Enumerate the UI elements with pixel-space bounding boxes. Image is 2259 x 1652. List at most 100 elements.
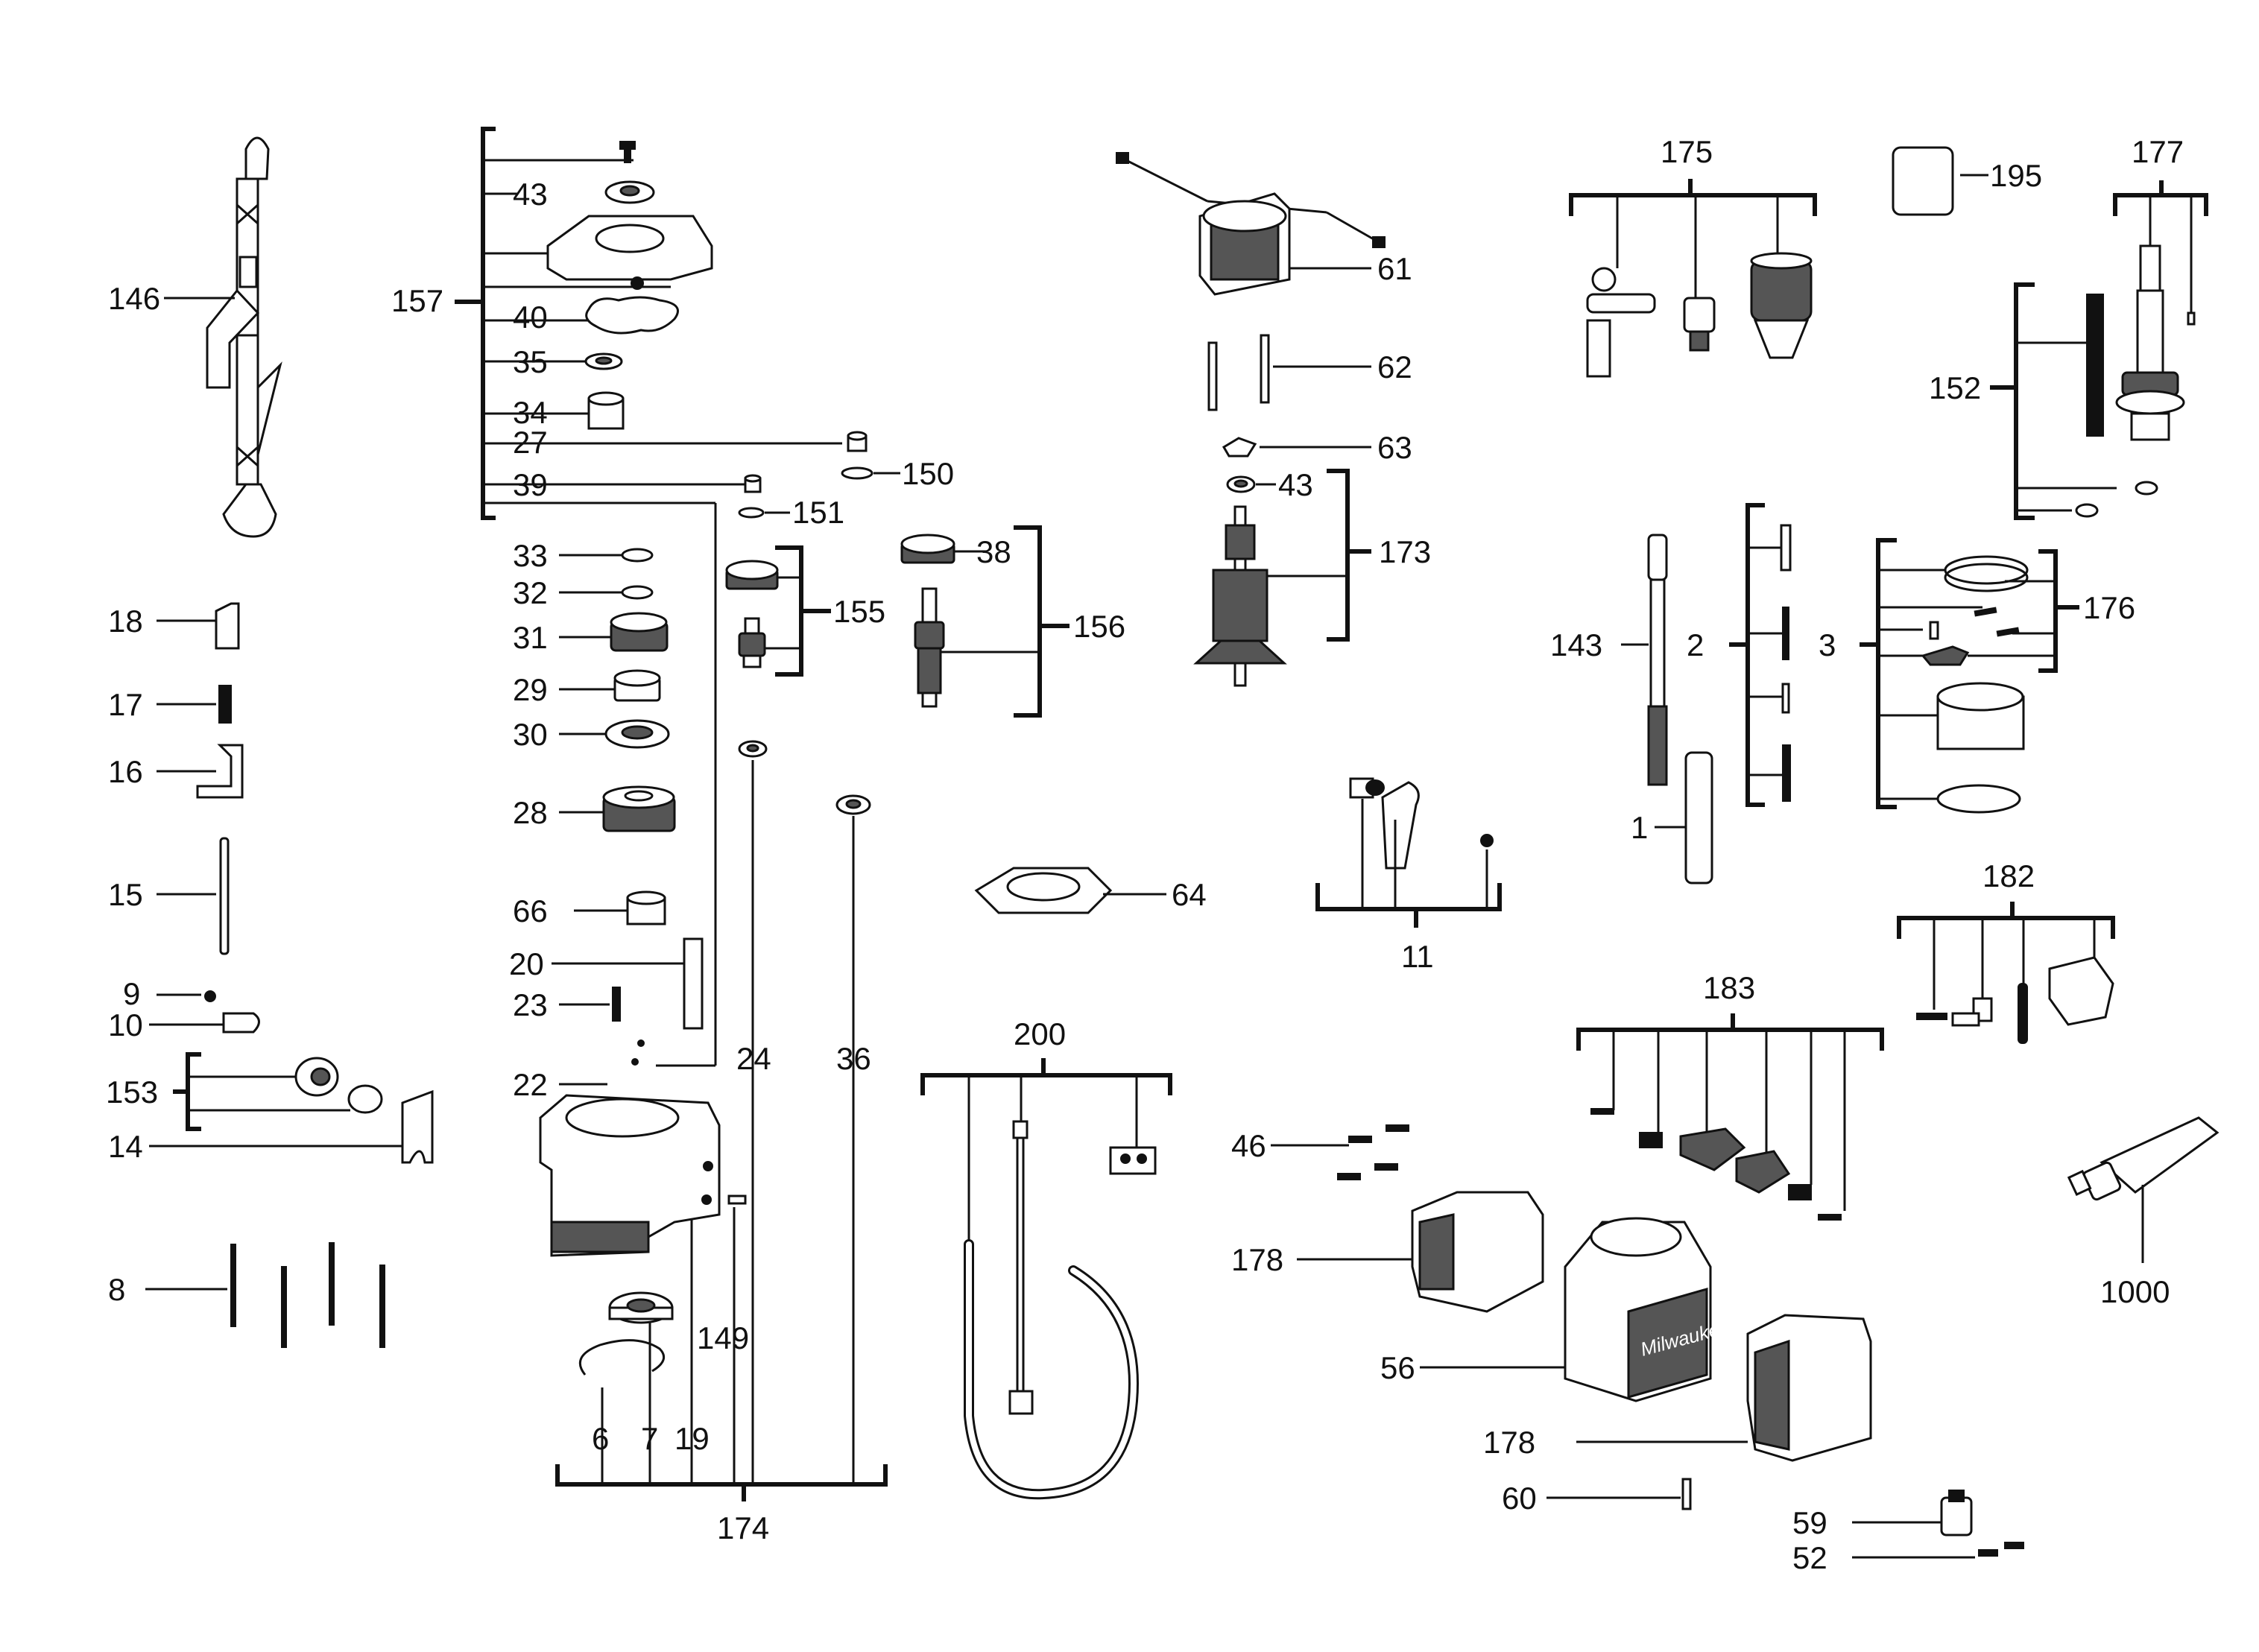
- rod-icon: [219, 837, 230, 955]
- label-9: 9: [123, 976, 140, 1011]
- bracket-175: [1569, 179, 1817, 298]
- label-38: 38: [976, 534, 1011, 569]
- gear-icon: [900, 534, 955, 564]
- label-178: 178: [1231, 1242, 1283, 1277]
- bracket-183: [1576, 1013, 1884, 1211]
- screw-icon: [1207, 334, 1270, 411]
- label-46: 46: [1231, 1128, 1266, 1163]
- switch-rod-icon: [1951, 997, 1993, 1027]
- label-40: 40: [513, 300, 548, 335]
- pin-icon: [1781, 683, 1790, 714]
- label-31: 31: [513, 620, 548, 655]
- label-15: 15: [108, 877, 143, 912]
- spindle-icon: [2115, 244, 2196, 441]
- field-coil-icon: [1116, 152, 1386, 296]
- bracket-152: [1990, 282, 2117, 520]
- label-177: 177: [2132, 134, 2184, 169]
- label-63: 63: [1377, 430, 1412, 465]
- label-34: 34: [513, 395, 548, 430]
- pin-icon: [1782, 607, 1789, 660]
- label-43: 43: [513, 177, 548, 212]
- gear-icon: [602, 785, 676, 832]
- label-1: 1: [1631, 810, 1648, 845]
- label-16: 16: [108, 754, 143, 789]
- pinion-icon: [738, 617, 766, 668]
- bracket-11: [1315, 799, 1502, 928]
- armature-icon: [1193, 505, 1287, 687]
- screw-icon: [1590, 1108, 1614, 1115]
- label-24: 24: [736, 1041, 771, 1076]
- shaft-icon: [914, 587, 945, 708]
- label-2: 2: [1687, 627, 1704, 662]
- label-28: 28: [513, 795, 548, 830]
- small-bearing-icon: [847, 431, 868, 452]
- label-29: 29: [513, 672, 548, 707]
- washer-icon: [841, 466, 873, 480]
- gear-icon: [610, 612, 669, 652]
- spring-icon: [2018, 983, 2028, 1044]
- label-35: 35: [513, 344, 548, 379]
- dust-seal-icon: [974, 867, 1113, 914]
- terminal-block-icon: [1109, 1146, 1157, 1175]
- label-30: 30: [513, 717, 548, 752]
- label-7: 7: [641, 1421, 658, 1456]
- pin-icon: [727, 1194, 747, 1205]
- label-36: 36: [836, 1041, 871, 1076]
- baffle-icon: [1222, 437, 1257, 458]
- pin-icon: [612, 987, 621, 1022]
- screw-icon: [1916, 1013, 1947, 1020]
- label-173: 173: [1379, 534, 1431, 569]
- label-18: 18: [108, 604, 143, 639]
- washer-icon: [621, 548, 654, 563]
- spring-icon: [218, 685, 232, 724]
- handle-bar-icon: [1647, 534, 1668, 786]
- brush-holder-icon: [215, 602, 240, 650]
- label-175: 175: [1661, 134, 1713, 169]
- long-screw-icon: [230, 1242, 385, 1348]
- bearing-icon: [1226, 475, 1256, 493]
- screw-icon: [1978, 1542, 2024, 1557]
- label-178b: 178: [1483, 1425, 1535, 1460]
- pin-icon: [1780, 524, 1792, 572]
- label-11: 11: [1401, 939, 1434, 974]
- retaining-ring-icon: [578, 1339, 666, 1376]
- ring-icon: [2135, 481, 2158, 496]
- label-195: 195: [1990, 158, 2042, 193]
- label-156: 156: [1073, 609, 1125, 644]
- gear-icon: [725, 560, 779, 590]
- carbon-brush-icon: [1639, 1132, 1663, 1148]
- label-61: 61: [1377, 251, 1412, 286]
- label-39: 39: [513, 467, 548, 502]
- pin-icon: [1974, 607, 1997, 617]
- label-176: 176: [2083, 590, 2135, 625]
- screw-icon: [1337, 1124, 1409, 1180]
- cord-icon: [1008, 1120, 1034, 1415]
- o-ring-icon: [347, 1084, 383, 1114]
- label-146: 146: [108, 281, 160, 316]
- label-66: 66: [513, 893, 548, 928]
- switch-icon: [1940, 1490, 1973, 1537]
- bracket-2: [1729, 503, 1785, 807]
- lock-button-icon: [1921, 645, 1970, 666]
- label-3: 3: [1819, 627, 1836, 662]
- sleeve-icon: [1936, 682, 2025, 750]
- label-19: 19: [674, 1421, 710, 1456]
- label-155: 155: [833, 594, 885, 629]
- label-23: 23: [513, 987, 548, 1022]
- hanger-strap-icon: [206, 136, 282, 538]
- sleeve-icon: [1684, 751, 1713, 884]
- label-152: 152: [1929, 370, 1981, 405]
- label-153: 153: [106, 1075, 158, 1110]
- pin-icon: [1681, 1478, 1692, 1510]
- retaining-ring-icon: [1936, 784, 2021, 814]
- shaft-spring-icon: [2086, 294, 2104, 437]
- washer-icon: [738, 507, 765, 519]
- carbon-brush-icon: [1788, 1184, 1812, 1200]
- label-8: 8: [108, 1272, 125, 1307]
- spring-icon: [1944, 555, 2029, 592]
- brush-holder-icon: [1679, 1127, 1746, 1171]
- bracket-clip-icon: [196, 744, 244, 799]
- bearing-icon: [604, 719, 670, 749]
- gasket-icon: [585, 296, 679, 335]
